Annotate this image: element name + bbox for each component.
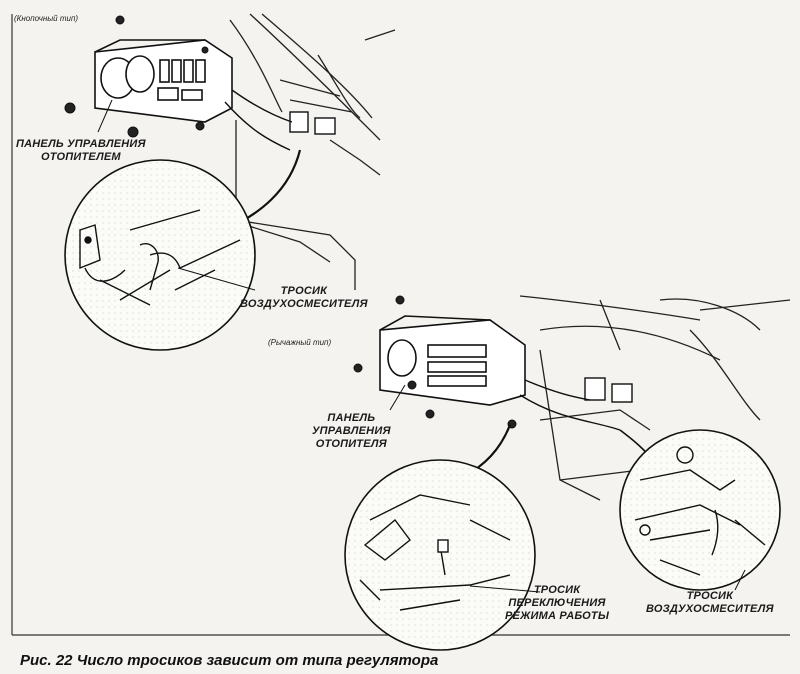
label-air-mix-bottom: ТРОСИК ВОЗДУХОСМЕСИТЕЛЯ [646, 590, 774, 616]
figure-caption: Рис. 22 Число тросиков зависит от типа р… [20, 652, 439, 669]
label-air-mix-top: ТРОСИК ВОЗДУХОСМЕСИТЕЛЯ [240, 285, 368, 311]
detail-circle-air-mix [619, 429, 781, 591]
leader-air-mix-top [177, 267, 256, 291]
label-panel-top: ПАНЕЛЬ УПРАВЛЕНИЯ ОТОПИТЕЛЕМ [16, 138, 146, 164]
heater-control-panel-lever-type [379, 315, 526, 406]
detail-circle-top [64, 159, 256, 351]
connectors-bottom [519, 377, 633, 431]
label-line: ВОЗДУХОСМЕСИТЕЛЯ [240, 298, 368, 310]
label-line: ВОЗДУХОСМЕСИТЕЛЯ [646, 603, 774, 615]
label-line: ПАНЕЛЬ [327, 412, 376, 424]
detail-circle-mode [344, 459, 536, 651]
leader-panel-bottom [389, 384, 406, 411]
label-line: ОТОПИТЕЛЕМ [40, 151, 121, 163]
leader-air-mix-bottom [734, 569, 746, 591]
label-line: ПЕРЕКЛЮЧЕНИЯ [508, 597, 606, 609]
leader-mode-cable [469, 585, 541, 593]
label-panel-bottom: ПАНЕЛЬ УПРАВЛЕНИЯ ОТОПИТЕЛЯ [312, 412, 391, 451]
dashboard-top [229, 13, 396, 290]
label-line: ТРОСИК [686, 590, 734, 602]
lever-type-label: (Рычажный тип) [268, 338, 332, 347]
label-line: ПАНЕЛЬ УПРАВЛЕНИЯ [16, 138, 146, 150]
heater-control-panel-button-type [94, 39, 233, 123]
button-type-label: (Кнопочный тип) [14, 14, 79, 23]
label-line: ТРОСИК [280, 285, 328, 297]
screws-top [64, 15, 209, 138]
leader-panel-top [97, 99, 113, 133]
label-line: РЕЖИМА РАБОТЫ [505, 610, 610, 622]
label-line: УПРАВЛЕНИЯ [312, 425, 391, 437]
label-line: ОТОПИТЕЛЯ [315, 438, 387, 450]
connectors-top [224, 89, 336, 151]
label-line: ТРОСИК [533, 584, 581, 596]
label-mode-cable: ТРОСИК ПЕРЕКЛЮЧЕНИЯ РЕЖИМА РАБОТЫ [505, 584, 609, 623]
